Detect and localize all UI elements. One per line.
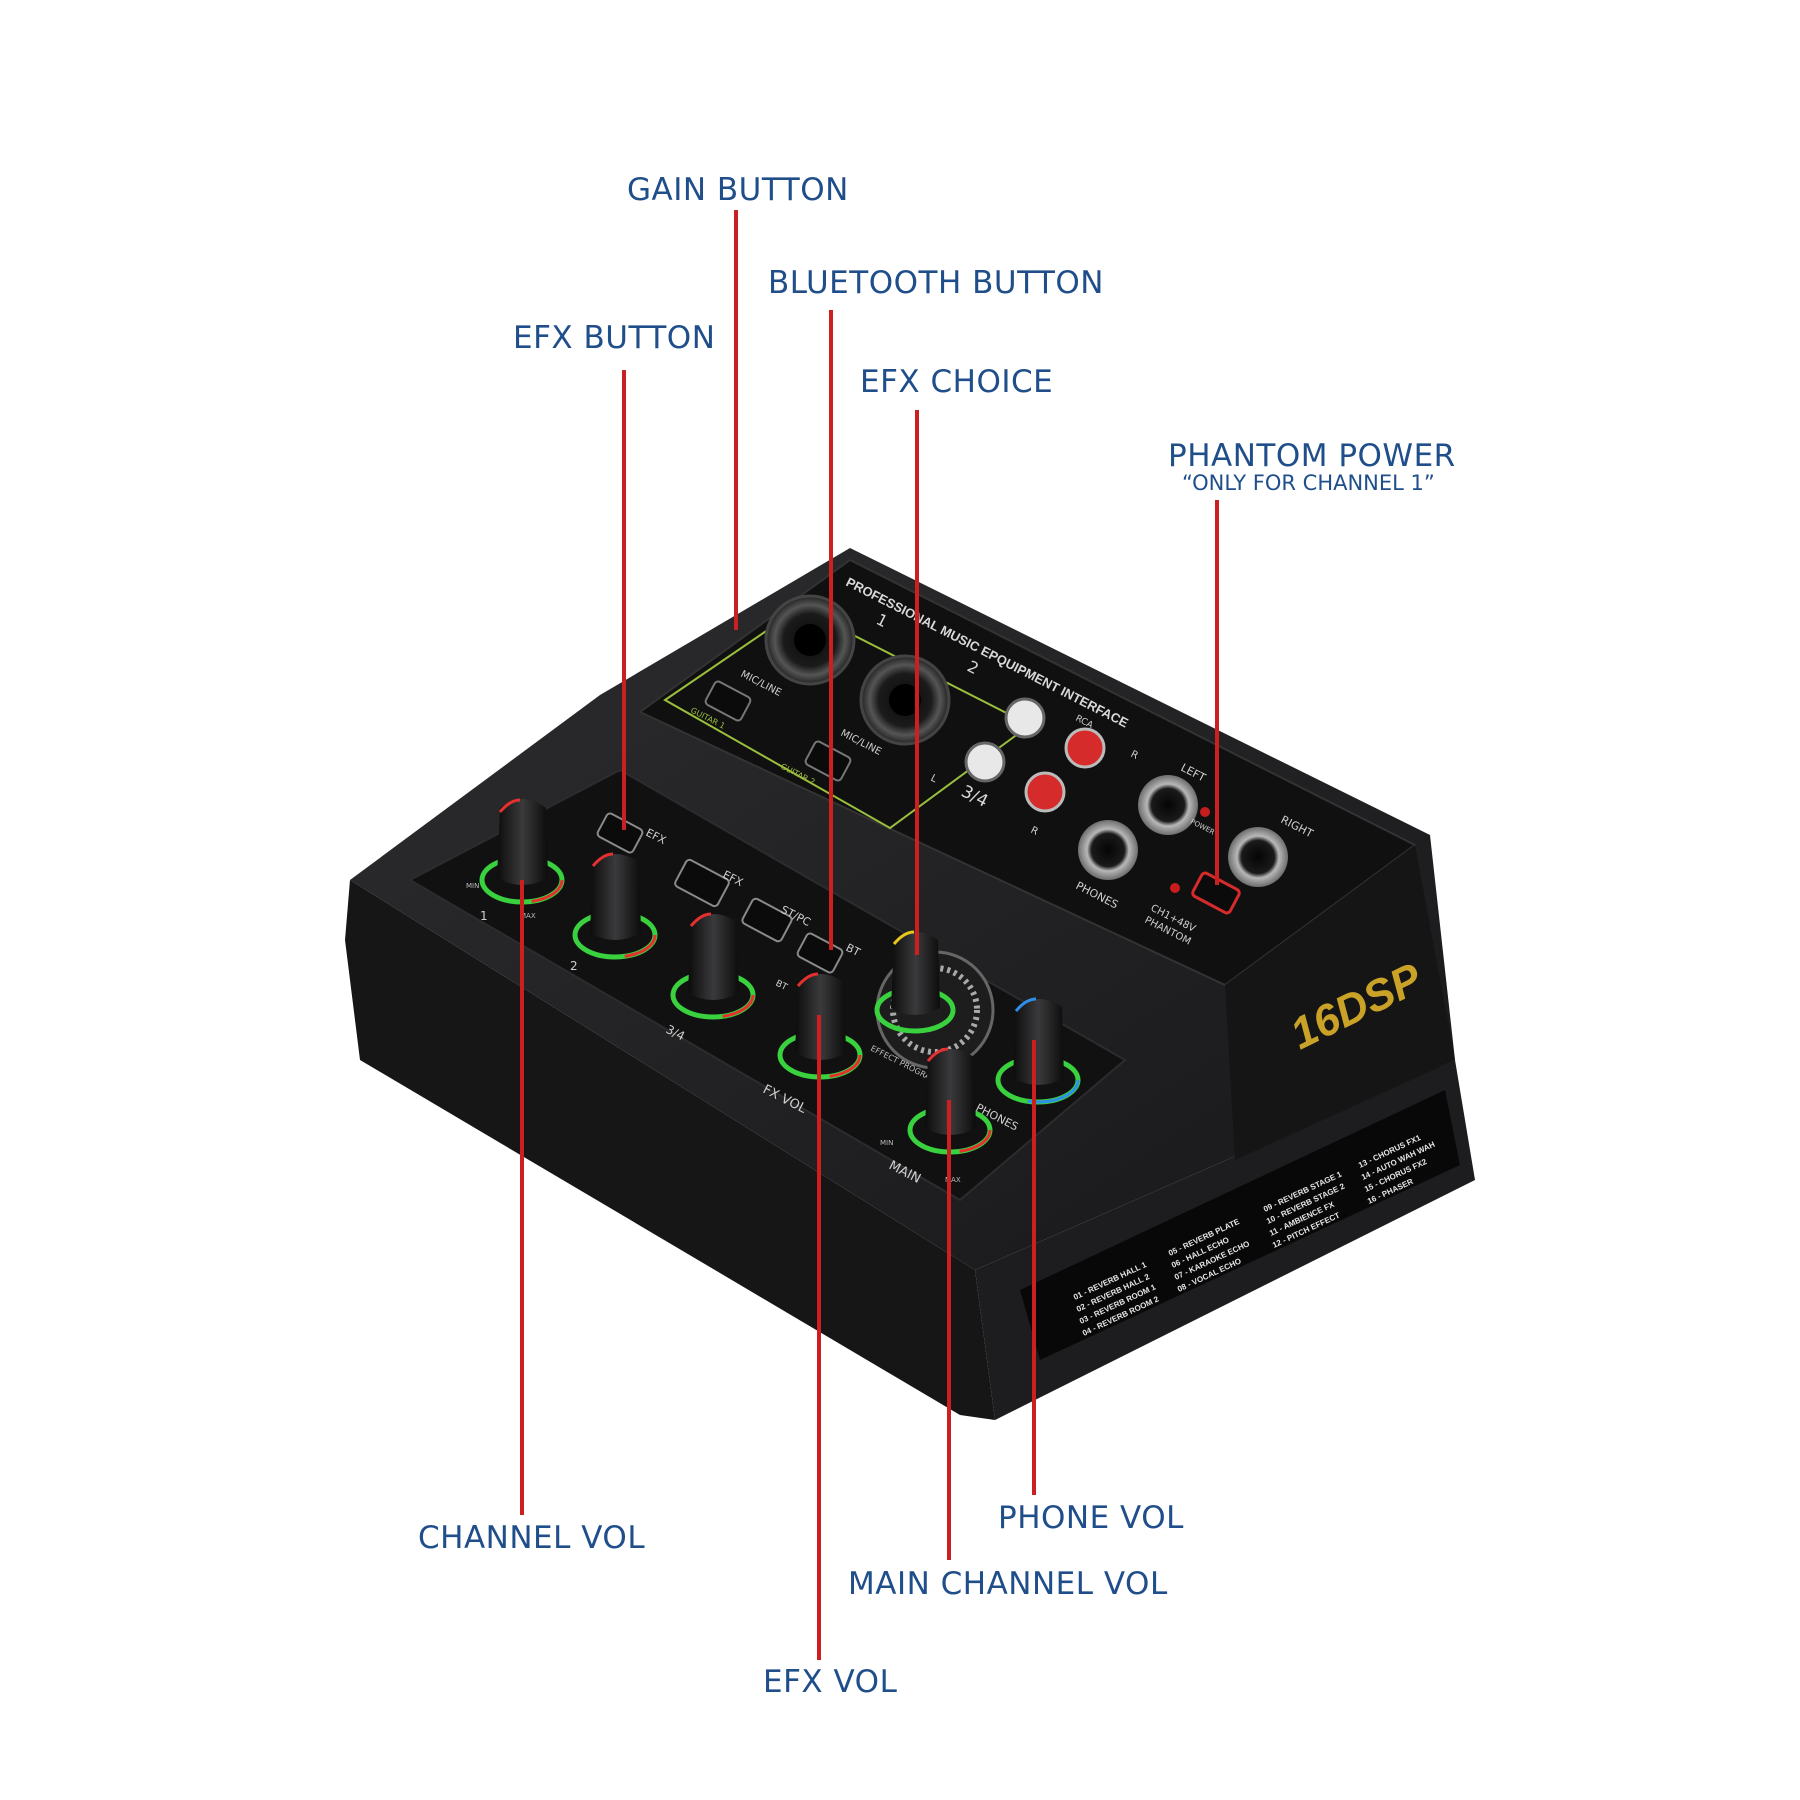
power-led bbox=[1200, 807, 1210, 817]
rca-jacks bbox=[964, 697, 1106, 813]
gain-button-callout: GAIN BUTTON bbox=[627, 172, 849, 208]
right-block bbox=[1225, 845, 1455, 1160]
efx-choice-knob[interactable] bbox=[874, 930, 956, 1034]
rca-jack-white-top[interactable] bbox=[1004, 697, 1046, 739]
efx-button-callout: EFX BUTTON bbox=[513, 320, 716, 356]
rca-r-label: R bbox=[1029, 825, 1040, 838]
rca-r-label-top: R bbox=[1129, 749, 1140, 762]
max-label-main: MAX bbox=[945, 1176, 961, 1184]
xlr-input-2[interactable] bbox=[859, 654, 951, 746]
phantom-power-note: “ONLY FOR CHANNEL 1” bbox=[1182, 471, 1435, 495]
efx-button[interactable] bbox=[596, 812, 644, 854]
phantom-power-callout: PHANTOM POWER bbox=[1168, 438, 1456, 474]
main-channel-vol-leader bbox=[947, 1100, 951, 1560]
efx-choice-callout: EFX CHOICE bbox=[860, 364, 1054, 400]
xlr-input-1[interactable] bbox=[764, 594, 856, 686]
st-pc-button[interactable] bbox=[741, 897, 793, 943]
gain-button-1[interactable] bbox=[704, 680, 752, 722]
phone-vol-knob[interactable] bbox=[995, 997, 1081, 1105]
phone-vol-callout: PHONE VOL bbox=[998, 1500, 1184, 1536]
channel-34-knob[interactable] bbox=[670, 912, 756, 1020]
rca-jack-red-bottom[interactable] bbox=[1024, 771, 1066, 813]
phones-jack[interactable] bbox=[1078, 820, 1138, 880]
main-channel-vol-callout: MAIN CHANNEL VOL bbox=[848, 1566, 1168, 1602]
bluetooth-button-leader bbox=[829, 310, 833, 950]
rca-jack-red-top[interactable] bbox=[1064, 727, 1106, 769]
phantom-power-button[interactable] bbox=[1191, 871, 1241, 915]
efx-button-leader bbox=[622, 370, 626, 830]
efx-button-2[interactable] bbox=[674, 858, 730, 908]
channel-2-knob[interactable] bbox=[572, 852, 658, 960]
efx-vol-callout: EFX VOL bbox=[763, 1664, 898, 1700]
ch1-knob-label: 1 bbox=[480, 909, 488, 923]
max-label-ch1: MAX bbox=[520, 912, 536, 920]
bt-label-lower: BT bbox=[774, 979, 789, 993]
efx-vol-leader bbox=[817, 1015, 821, 1660]
phantom-power-leader bbox=[1215, 500, 1219, 885]
channel-vol-callout: CHANNEL VOL bbox=[418, 1520, 646, 1556]
output-jack-right[interactable] bbox=[1228, 827, 1288, 887]
rca-l-label: L bbox=[929, 773, 939, 786]
bluetooth-button[interactable] bbox=[796, 932, 844, 974]
gain-button-2[interactable] bbox=[804, 740, 852, 782]
channel-vol-leader bbox=[520, 880, 524, 1515]
min-label-ch1: MIN bbox=[466, 882, 479, 890]
bluetooth-button-callout: BLUETOOTH BUTTON bbox=[768, 265, 1104, 301]
ch2-knob-label: 2 bbox=[570, 959, 578, 973]
min-label-main: MIN bbox=[880, 1139, 893, 1147]
phone-vol-leader bbox=[1032, 1040, 1036, 1495]
body-front bbox=[345, 880, 995, 1420]
efx-choice-leader bbox=[915, 410, 919, 955]
bt-label: BT bbox=[844, 941, 863, 959]
gain-button-leader bbox=[734, 210, 738, 630]
effects-strip bbox=[1020, 1090, 1460, 1360]
output-jack-left[interactable] bbox=[1138, 775, 1198, 835]
rca-jack-white-bottom[interactable] bbox=[964, 741, 1006, 783]
phantom-led bbox=[1170, 883, 1180, 893]
